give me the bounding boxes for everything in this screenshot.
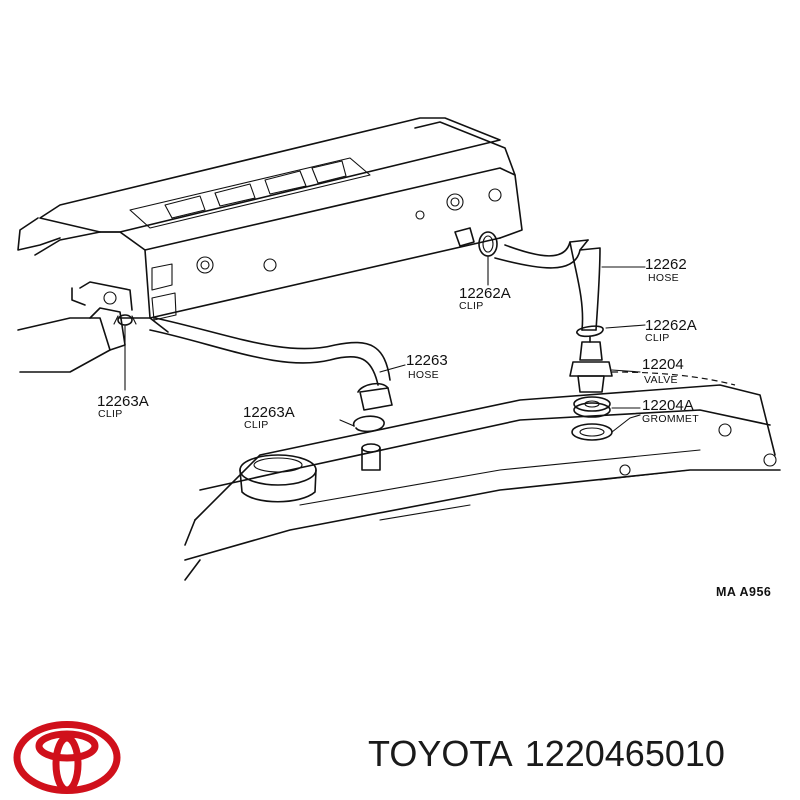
clip-12263a-left-part [113, 314, 137, 326]
hose-12263-part [149, 317, 393, 411]
label-valve-12204-name: VALVE [644, 374, 678, 386]
hose-12262-part [494, 239, 601, 331]
label-clip-12262a-lower-number: 12262A [645, 317, 697, 334]
clip-12263a-center-part [353, 415, 385, 433]
label-clip-12263a-left-number: 12263A [97, 393, 149, 410]
label-clip-12263a-left-name: CLIP [98, 408, 123, 420]
label-hose-12262-number: 12262 [645, 256, 687, 273]
label-grommet-12204a-number: 12204A [642, 397, 694, 414]
label-hose-12262-name: HOSE [648, 272, 679, 284]
brand-part-line: TOYOTA 1220465010 [368, 736, 737, 772]
leader-lines [124, 255, 646, 433]
valve-12204-part [569, 335, 613, 393]
label-clip-12262a-lower-name: CLIP [645, 332, 670, 344]
label-valve-12204-number: 12204 [642, 356, 684, 373]
diagram-reference-code: MA A956 [716, 585, 771, 599]
label-grommet-12204a-name: GROMMET [642, 413, 699, 425]
label-clip-12263a-center-name: CLIP [244, 419, 269, 431]
label-clip-12263a-center-number: 12263A [243, 404, 295, 421]
toyota-logo-icon [13, 721, 121, 794]
brand-name: TOYOTA [368, 733, 513, 774]
grommet-12204a-part [571, 396, 613, 441]
label-hose-12263-number: 12263 [406, 352, 448, 369]
label-clip-12262a-upper-name: CLIP [459, 300, 484, 312]
clip-12262a-upper-part [478, 231, 498, 257]
label-hose-12263-name: HOSE [408, 369, 439, 381]
part-number: 1220465010 [524, 733, 725, 774]
intake-plenum [17, 117, 523, 373]
label-clip-12262a-upper-number: 12262A [459, 285, 511, 302]
clip-12262a-lower-part [576, 325, 604, 338]
cylinder-head-cover [184, 371, 781, 581]
